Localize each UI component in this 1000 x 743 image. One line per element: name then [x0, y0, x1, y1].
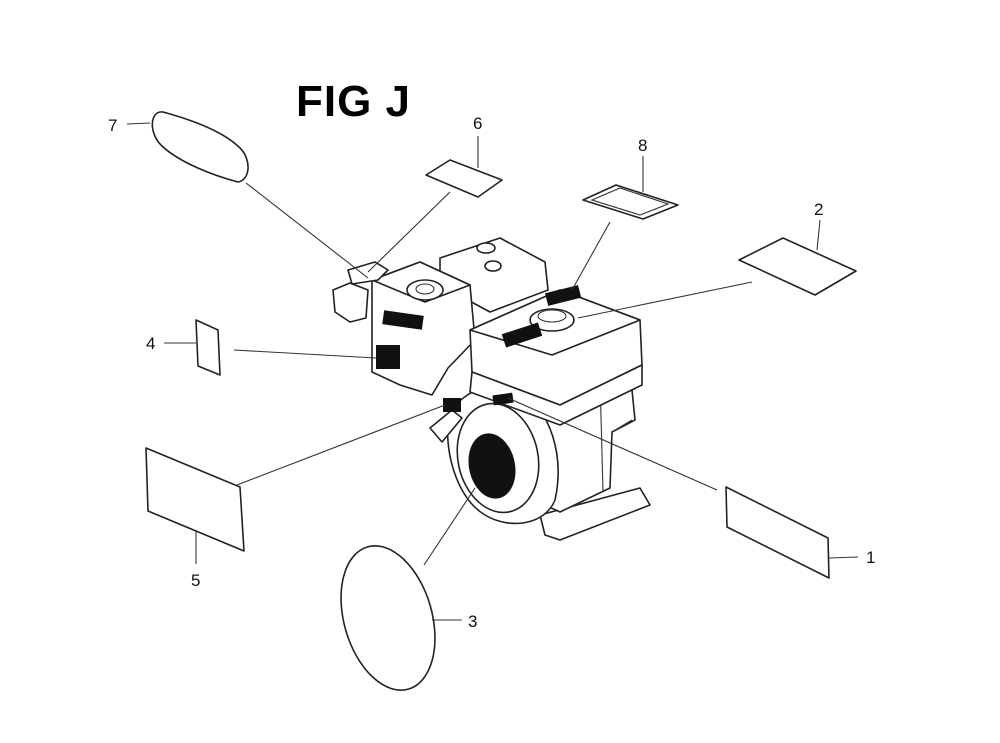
- engine-base-mount: [539, 487, 651, 541]
- callout-5: 5: [191, 571, 200, 590]
- air-cleaner-label-spot: [382, 310, 424, 330]
- decal-2-label: [738, 237, 857, 296]
- label-4-spot: [376, 345, 400, 369]
- callout-7: 7: [108, 116, 117, 135]
- leader-3: [423, 487, 476, 566]
- decal-1-label: [725, 486, 830, 579]
- starter-grip-center: [468, 433, 516, 499]
- decal-8-label: [582, 184, 679, 220]
- choke-lever: [332, 282, 369, 323]
- leader-7-tick: [126, 122, 151, 125]
- air-cleaner-knob: [406, 279, 444, 301]
- engine-assembly: [332, 237, 651, 541]
- label-5-spot: [443, 398, 461, 412]
- starter-handle: [429, 409, 463, 443]
- callout-6: 6: [473, 114, 482, 133]
- leader-6: [367, 191, 451, 273]
- leader-8: [571, 221, 611, 291]
- leader-7: [245, 182, 369, 279]
- leader-1-tick: [828, 556, 859, 559]
- leader-1: [507, 397, 718, 491]
- oil-filler-cap: [529, 308, 575, 332]
- leader-5: [236, 404, 446, 486]
- fuel-cap-small: [476, 242, 496, 254]
- leader-lines: [126, 122, 859, 621]
- decal-3-disc: [340, 545, 436, 691]
- label-8-spot: [545, 285, 582, 306]
- callout-3: 3: [468, 612, 477, 631]
- callout-4: 4: [146, 334, 155, 353]
- callout-8: 8: [638, 136, 647, 155]
- decal-6-label: [425, 159, 503, 198]
- label-1-spot: [492, 392, 514, 406]
- callout-1: 1: [866, 548, 875, 567]
- decal-7-plate: [151, 111, 249, 183]
- leader-2: [577, 281, 753, 319]
- leader-2-tick: [816, 219, 821, 251]
- decal-5-label: [145, 447, 245, 552]
- label-2-spot: [501, 322, 543, 348]
- callout-numbers: 7 6 8 2 4 5 1 3: [108, 114, 875, 631]
- decal-parts: [145, 111, 857, 691]
- leader-4: [233, 349, 377, 359]
- callout-2: 2: [814, 200, 823, 219]
- figure-title: FIG J: [296, 77, 412, 126]
- decal-4-label: [195, 319, 221, 376]
